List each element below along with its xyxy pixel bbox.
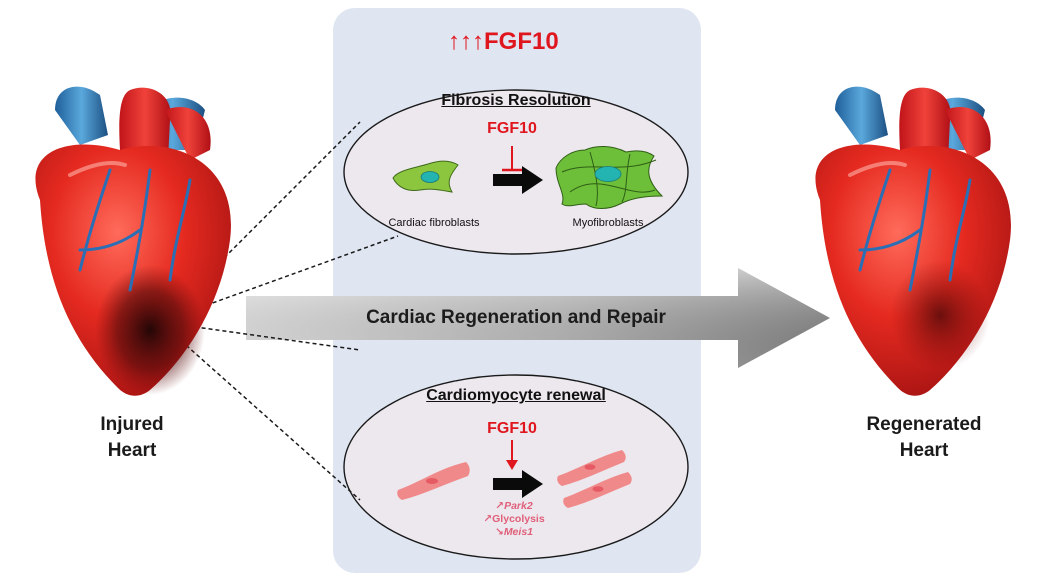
fibroblast-cell-icon <box>392 160 459 193</box>
up-arrows-icon: ↑↑↑ <box>448 28 484 55</box>
proliferation-arrow-icon <box>493 470 543 498</box>
regenerated-heart-label: Regenerated Heart <box>866 414 982 461</box>
myofibroblast-label: Myofibroblasts <box>572 217 644 229</box>
fibrosis-fgf10-label: FGF10 <box>487 120 537 137</box>
cardiomyocyte-cell-icon <box>397 462 470 500</box>
fgf10-stimulation-icon <box>506 440 518 470</box>
fibroblast-label: Cardiac fibroblasts <box>388 217 480 229</box>
regenerated-heart-icon <box>815 86 1011 396</box>
fibrosis-title: Fibrosis Resolution <box>441 92 591 109</box>
myofibroblast-cell-icon <box>555 146 664 209</box>
injured-heart-label: Injured Heart <box>100 414 164 461</box>
renewal-effects-list: ↗Park2 ↗Glycolysis ↘Meis1 <box>466 500 562 539</box>
fgf10-inhibition-icon <box>502 146 522 172</box>
effect-park2: ↗Park2 <box>495 500 533 512</box>
main-arrow-label: Cardiac Regeneration and Repair <box>366 307 666 328</box>
effect-glycolysis: ↗Glycolysis <box>483 513 545 525</box>
fgf10-upregulation-title: ↑↑↑FGF10 <box>448 28 559 56</box>
injured-heart-icon <box>35 86 231 396</box>
fibrosis-ellipse <box>343 89 689 255</box>
renewal-title: Cardiomyocyte renewal <box>426 387 606 404</box>
regeneration-arrow <box>246 268 830 368</box>
fgf10-title-text: FGF10 <box>484 28 559 55</box>
effect-meis1: ↘Meis1 <box>495 526 533 538</box>
differentiation-arrow-icon <box>493 166 543 194</box>
renewal-ellipse <box>343 374 689 560</box>
renewal-fgf10-label: FGF10 <box>487 420 537 437</box>
daughter-cardiomyocytes-icon <box>557 450 632 508</box>
